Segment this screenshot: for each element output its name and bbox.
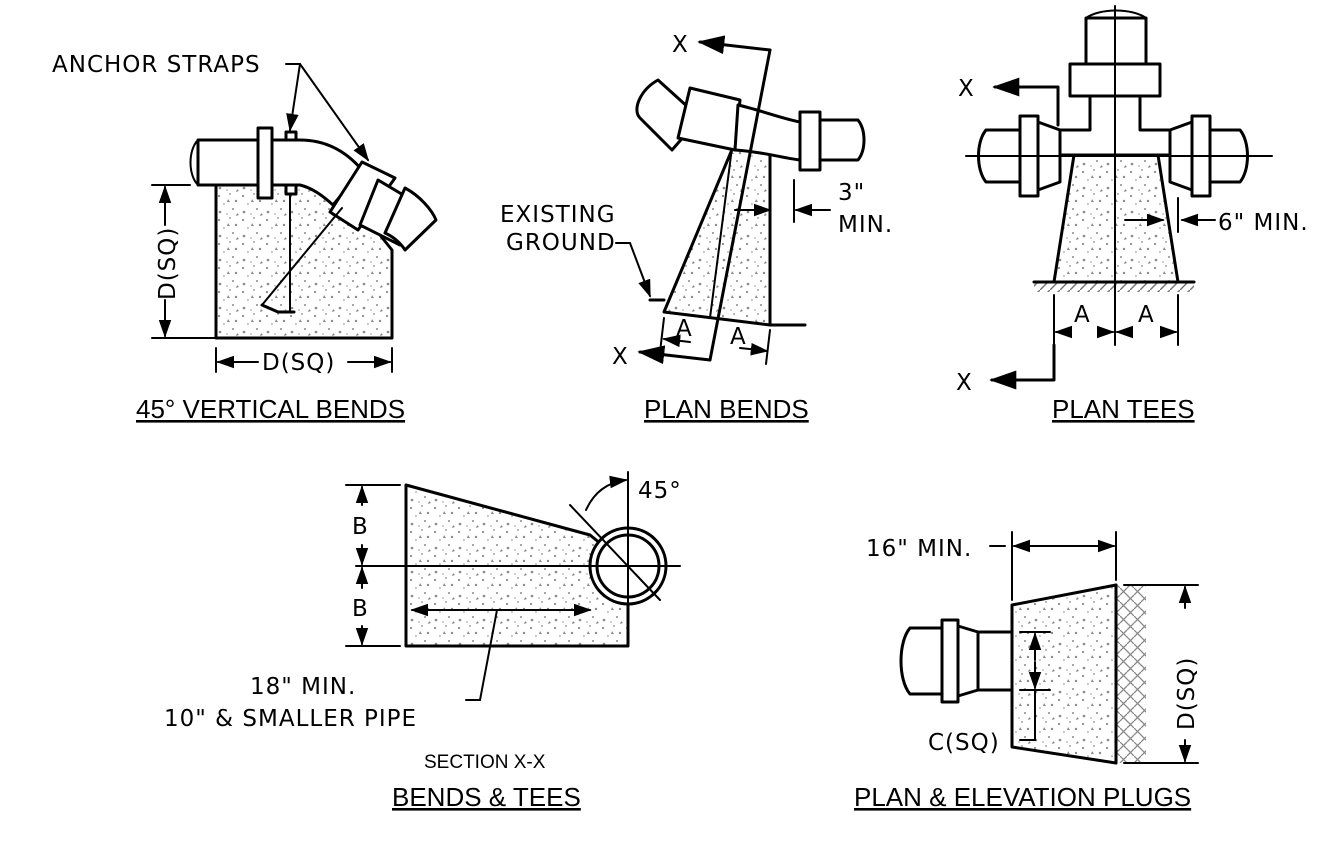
bell-flange [256, 126, 274, 200]
clearance-unit: MIN. [838, 212, 893, 238]
plan-tees-view: X X 6" MIN. A A PLAN TEES [956, 5, 1309, 424]
section-arrow-bottom [637, 345, 712, 365]
tee-section-arrow-top [992, 77, 1060, 127]
leader-strap-1 [286, 63, 301, 132]
dim-b-lower: B [352, 596, 369, 622]
section-title: BENDS & TEES [392, 782, 581, 812]
plan-bends-view: X X EXISTING GROUND 3" MIN. A A PLAN BEN… [500, 32, 893, 424]
plug-bell [940, 618, 960, 704]
min-leader [465, 609, 498, 701]
dim-a-right: A [730, 324, 747, 350]
plan-tees-title: PLAN TEES [1052, 394, 1195, 424]
angle-arc [585, 475, 628, 511]
plan-bends-title: PLAN BENDS [644, 394, 809, 424]
plug-pipe [899, 626, 944, 696]
plug-dim-inner: C(SQ) [928, 730, 1000, 756]
plugs-title: PLAN & ELEVATION PLUGS [854, 782, 1191, 812]
pipe-diag [569, 504, 661, 601]
plan-bend-block [662, 138, 772, 327]
vertical-bends-view: ANCHOR STRAPS D(SQ) D(SQ) 45° VERTICAL B… [52, 52, 438, 424]
plan-bell-right [798, 110, 822, 172]
tee-section-mark-top: X [958, 76, 975, 102]
leader-strap-2 [299, 63, 370, 162]
ground-label-line2: GROUND [506, 230, 616, 256]
plug-cap [976, 630, 1014, 692]
plan-bend-fitting [733, 103, 802, 162]
plan-bell-left [676, 86, 742, 152]
section-mark-top: X [672, 32, 689, 58]
pipe-left [196, 138, 264, 187]
block-centerline [709, 139, 734, 319]
a-ext-left [659, 317, 665, 353]
vertical-bends-title: 45° VERTICAL BENDS [136, 394, 405, 424]
tee-dim-a-right: A [1138, 302, 1155, 328]
plug-dim-height: D(SQ) [1174, 657, 1200, 730]
strap-rod-2 [261, 207, 343, 306]
pipe-break-left [189, 139, 199, 186]
section-cut-line [708, 48, 772, 362]
a-arrow-right [739, 342, 769, 356]
plugs-view: 16" MIN. D(SQ) C(SQ) PLAN & ELEVATION PL… [854, 531, 1200, 812]
dim-a-left: A [676, 316, 693, 342]
dim-width-label: D(SQ) [262, 350, 335, 376]
section-arrow-top [697, 35, 772, 55]
pipe-right [383, 186, 438, 252]
plan-pipe-right [818, 118, 866, 162]
plug-clearance-label: 16" MIN. [866, 536, 972, 562]
tee-dim-a-left: A [1074, 302, 1091, 328]
clearance-value: 3" [838, 180, 865, 206]
angle-label: 45° [638, 478, 682, 504]
a-arrow-left [662, 334, 691, 348]
dim-height-label: D(SQ) [155, 227, 181, 300]
note-line2: 10" & SMALLER PIPE [164, 706, 417, 732]
tee-section-mark-bottom: X [956, 370, 973, 396]
section-xx-view: 45° B B 18" MIN. 10" & SMALLER PIPE SECT… [164, 471, 682, 812]
dim-b-upper: B [352, 514, 369, 540]
ground-label-line1: EXISTING [500, 202, 616, 228]
note-line1: 18" MIN. [250, 674, 356, 700]
tee-clearance-label: 6" MIN. [1218, 210, 1309, 236]
a-ext-right [765, 329, 771, 365]
tee-section-arrow-bottom [989, 343, 1056, 390]
section-subtitle: SECTION X-X [424, 752, 546, 773]
strap-anchor [260, 303, 296, 314]
plug-hub [956, 624, 980, 698]
section-mark-bottom: X [612, 344, 629, 370]
plug-c-leader [1019, 689, 1036, 741]
anchor-straps-label: ANCHOR STRAPS [52, 52, 261, 78]
plug-block [1010, 583, 1118, 765]
wall-hatch [1116, 585, 1146, 763]
ground-leader [615, 242, 651, 298]
